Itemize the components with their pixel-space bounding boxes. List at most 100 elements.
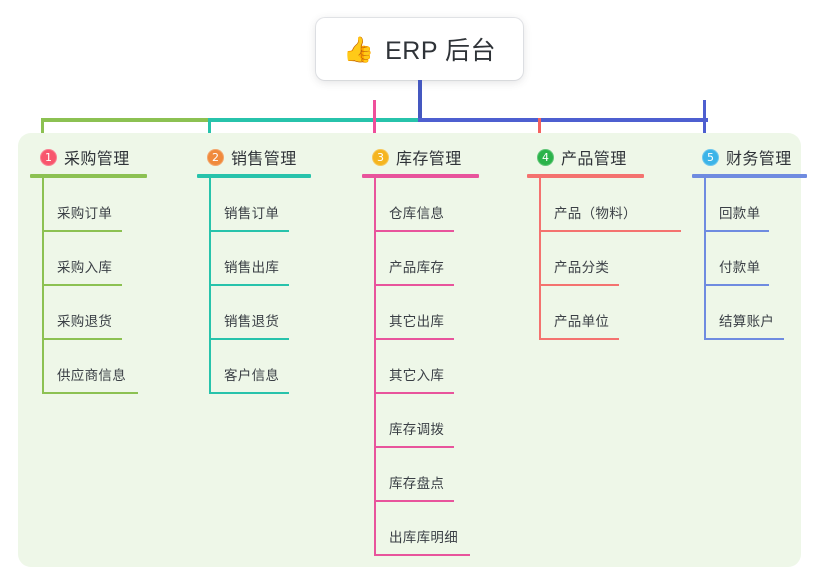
leaf-label: 采购退货 bbox=[57, 314, 113, 329]
leaf-label: 采购入库 bbox=[57, 260, 113, 275]
leaf-underline bbox=[209, 230, 289, 232]
branch-number-badge: 1 bbox=[40, 148, 57, 166]
leaf-node[interactable]: 销售出库 bbox=[197, 232, 311, 286]
branch-drop-4 bbox=[538, 118, 541, 140]
leaf-label: 产品（物料） bbox=[554, 206, 637, 221]
branch-header-采购管理[interactable]: 1 采购管理 bbox=[30, 146, 147, 168]
leaf-underline bbox=[539, 284, 619, 286]
leaf-node[interactable]: 其它入库 bbox=[362, 340, 479, 394]
leaf-label: 付款单 bbox=[719, 260, 761, 275]
branch-column-采购管理: 1 采购管理采购订单采购入库采购退货供应商信息 bbox=[30, 146, 147, 394]
branch-title: 财务管理 bbox=[726, 151, 792, 168]
leaf-node[interactable]: 采购退货 bbox=[30, 286, 147, 340]
branch-drop-3 bbox=[373, 100, 376, 140]
leaf-label: 产品分类 bbox=[554, 260, 610, 275]
branch-title: 采购管理 bbox=[64, 151, 130, 168]
leaf-underline bbox=[374, 230, 454, 232]
branches-panel bbox=[18, 133, 801, 567]
branch-drop-1 bbox=[41, 118, 44, 140]
leaf-label: 其它入库 bbox=[389, 368, 445, 383]
branch-spine-line bbox=[704, 178, 706, 340]
leaf-underline bbox=[374, 554, 470, 556]
leaf-label: 仓库信息 bbox=[389, 206, 445, 221]
branch-header-销售管理[interactable]: 2 销售管理 bbox=[197, 146, 311, 168]
branch-header-underline bbox=[30, 174, 147, 178]
leaf-underline bbox=[42, 230, 122, 232]
leaf-label: 出库库明细 bbox=[389, 530, 458, 545]
leaf-label: 结算账户 bbox=[719, 314, 775, 329]
leaf-node[interactable]: 产品（物料） bbox=[527, 178, 681, 232]
leaf-node[interactable]: 产品单位 bbox=[527, 286, 644, 340]
branch-column-销售管理: 2 销售管理销售订单销售出库销售退货客户信息 bbox=[197, 146, 311, 394]
leaf-label: 产品单位 bbox=[554, 314, 610, 329]
leaf-underline bbox=[42, 338, 122, 340]
branch-spine-line bbox=[374, 178, 376, 556]
branch-column-库存管理: 3 库存管理仓库信息产品库存其它出库其它入库库存调拨库存盘点出库库明细 bbox=[362, 146, 479, 556]
leaf-node[interactable]: 客户信息 bbox=[197, 340, 311, 394]
leaf-underline bbox=[704, 284, 769, 286]
leaf-node[interactable]: 付款单 bbox=[692, 232, 807, 286]
leaf-underline bbox=[704, 338, 784, 340]
branch-number-badge: 5 bbox=[702, 148, 719, 166]
leaf-node[interactable]: 销售退货 bbox=[197, 286, 311, 340]
branch-header-underline bbox=[362, 174, 479, 178]
branch-column-财务管理: 5 财务管理回款单付款单结算账户 bbox=[692, 146, 807, 340]
bus-segment-1 bbox=[41, 118, 210, 122]
leaf-label: 客户信息 bbox=[224, 368, 280, 383]
leaf-node[interactable]: 供应商信息 bbox=[30, 340, 147, 394]
branch-leaf-list: 回款单付款单结算账户 bbox=[692, 178, 807, 340]
branch-number-badge: 3 bbox=[372, 148, 389, 166]
branch-leaf-list: 仓库信息产品库存其它出库其它入库库存调拨库存盘点出库库明细 bbox=[362, 178, 479, 556]
bus-segment-3 bbox=[418, 118, 708, 122]
leaf-node[interactable]: 销售订单 bbox=[197, 178, 311, 232]
leaf-underline bbox=[374, 500, 454, 502]
leaf-label: 销售退货 bbox=[224, 314, 280, 329]
bus-segment-2 bbox=[208, 118, 420, 122]
thumbs-up-icon: 👍 bbox=[342, 34, 375, 64]
branch-drop-2 bbox=[208, 118, 211, 140]
leaf-node[interactable]: 采购订单 bbox=[30, 178, 147, 232]
leaf-underline bbox=[209, 338, 289, 340]
leaf-underline bbox=[539, 338, 619, 340]
leaf-label: 销售出库 bbox=[224, 260, 280, 275]
leaf-node[interactable]: 采购入库 bbox=[30, 232, 147, 286]
branch-title: 销售管理 bbox=[231, 151, 297, 168]
branch-number-badge: 2 bbox=[207, 148, 224, 166]
leaf-label: 库存盘点 bbox=[389, 476, 445, 491]
root-node-erp-backend[interactable]: 👍 ERP 后台 bbox=[316, 18, 523, 80]
branch-leaf-list: 销售订单销售出库销售退货客户信息 bbox=[197, 178, 311, 394]
leaf-node[interactable]: 出库库明细 bbox=[362, 502, 479, 556]
leaf-label: 供应商信息 bbox=[57, 368, 126, 383]
leaf-underline bbox=[209, 284, 289, 286]
leaf-node[interactable]: 结算账户 bbox=[692, 286, 807, 340]
branch-header-库存管理[interactable]: 3 库存管理 bbox=[362, 146, 479, 168]
branch-number-badge: 4 bbox=[537, 148, 554, 166]
root-stem-line bbox=[418, 80, 422, 122]
leaf-node[interactable]: 仓库信息 bbox=[362, 178, 479, 232]
branch-header-财务管理[interactable]: 5 财务管理 bbox=[692, 146, 807, 168]
branch-header-underline bbox=[527, 174, 644, 178]
leaf-node[interactable]: 其它出库 bbox=[362, 286, 479, 340]
leaf-node[interactable]: 产品分类 bbox=[527, 232, 644, 286]
leaf-node[interactable]: 产品库存 bbox=[362, 232, 479, 286]
branch-title: 库存管理 bbox=[396, 151, 462, 168]
root-title: ERP 后台 bbox=[385, 37, 497, 65]
branch-spine-line bbox=[539, 178, 541, 340]
branch-leaf-list: 采购订单采购入库采购退货供应商信息 bbox=[30, 178, 147, 394]
leaf-underline bbox=[42, 392, 138, 394]
leaf-label: 其它出库 bbox=[389, 314, 445, 329]
branch-leaf-list: 产品（物料） 产品分类产品单位 bbox=[527, 178, 681, 340]
leaf-underline bbox=[374, 338, 454, 340]
leaf-underline bbox=[374, 392, 454, 394]
leaf-underline bbox=[42, 284, 122, 286]
leaf-node[interactable]: 库存盘点 bbox=[362, 448, 479, 502]
leaf-node[interactable]: 库存调拨 bbox=[362, 394, 479, 448]
branch-header-underline bbox=[197, 174, 311, 178]
branch-drop-5 bbox=[703, 100, 706, 140]
leaf-label: 产品库存 bbox=[389, 260, 445, 275]
leaf-node[interactable]: 回款单 bbox=[692, 178, 807, 232]
leaf-underline bbox=[704, 230, 769, 232]
